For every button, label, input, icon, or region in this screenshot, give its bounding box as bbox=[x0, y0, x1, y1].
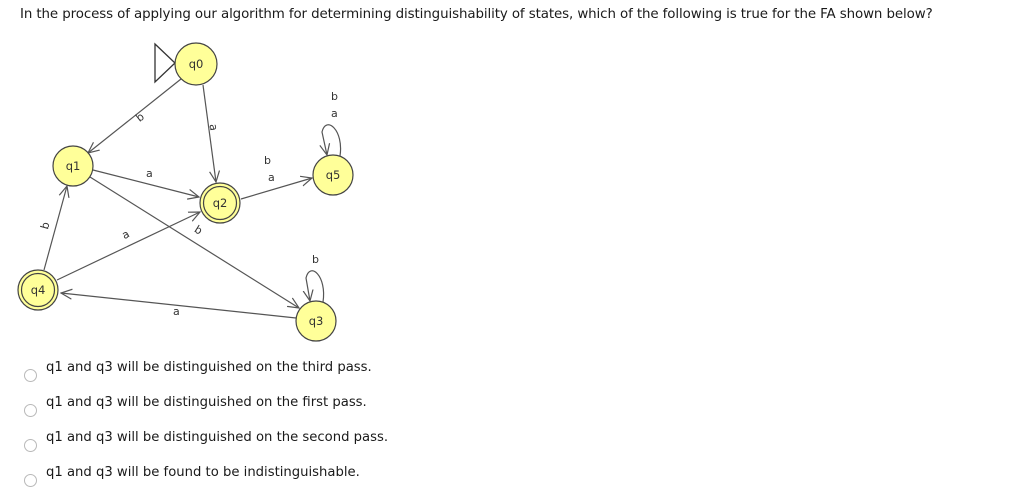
svg-text:q1: q1 bbox=[66, 159, 81, 173]
radio-button[interactable] bbox=[24, 404, 37, 417]
start-state-marker bbox=[154, 42, 176, 84]
edge-q1-q2 bbox=[92, 169, 199, 197]
label-q3-loop: b bbox=[312, 253, 319, 266]
state-q2-accepting: q2 bbox=[199, 182, 241, 224]
label-q2-q5-bottom: a bbox=[268, 171, 275, 184]
state-q4-accepting: q4 bbox=[17, 269, 59, 311]
label-q1-q3: b bbox=[192, 223, 205, 238]
label-q5-loop-bottom: a bbox=[331, 107, 338, 120]
state-q5: q5 bbox=[312, 154, 354, 196]
edge-q0-q2 bbox=[202, 84, 216, 182]
question-text: In the process of applying our algorithm… bbox=[20, 7, 933, 22]
label-q5-loop-top: b bbox=[331, 90, 338, 103]
label-q4-q2: a bbox=[120, 227, 132, 242]
answer-option-1[interactable]: q1 and q3 will be distinguished on the t… bbox=[0, 356, 600, 386]
label-q2-q5-top: b bbox=[264, 154, 271, 167]
finite-automaton-diagram: b a a b b a b a b a a b q0 q1 bbox=[0, 30, 400, 350]
state-q1: q1 bbox=[52, 145, 94, 187]
option-label: q1 and q3 will be found to be indistingu… bbox=[46, 465, 360, 480]
edge-q2-q5 bbox=[240, 178, 312, 200]
option-label: q1 and q3 will be distinguished on the t… bbox=[46, 360, 372, 375]
svg-text:q4: q4 bbox=[31, 283, 46, 297]
option-label: q1 and q3 will be distinguished on the s… bbox=[46, 430, 389, 445]
radio-button[interactable] bbox=[24, 439, 37, 452]
radio-button[interactable] bbox=[24, 474, 37, 487]
svg-text:q3: q3 bbox=[309, 314, 324, 328]
svg-text:q5: q5 bbox=[326, 168, 341, 182]
label-q0-q2: a bbox=[207, 123, 221, 131]
edge-q4-q1 bbox=[43, 186, 67, 271]
edge-q1-q3 bbox=[89, 176, 299, 308]
answer-option-2[interactable]: q1 and q3 will be distinguished on the f… bbox=[0, 391, 600, 421]
edge-q4-q2 bbox=[56, 212, 200, 281]
edge-q3-q4 bbox=[61, 293, 297, 319]
svg-text:q0: q0 bbox=[189, 57, 204, 71]
edge-q0-q1 bbox=[88, 78, 182, 153]
label-q0-q1: b bbox=[133, 110, 147, 125]
state-q0: q0 bbox=[174, 42, 218, 86]
option-label: q1 and q3 will be distinguished on the f… bbox=[46, 395, 367, 410]
label-q1-q2: a bbox=[146, 167, 153, 180]
label-q4-q1: b bbox=[38, 220, 52, 230]
edge-q5-loop bbox=[322, 124, 342, 156]
svg-text:q2: q2 bbox=[213, 196, 228, 210]
edge-q3-loop bbox=[306, 270, 325, 302]
state-q3: q3 bbox=[295, 300, 337, 342]
radio-button[interactable] bbox=[24, 369, 37, 382]
label-q3-q4: a bbox=[173, 305, 180, 318]
answer-option-3[interactable]: q1 and q3 will be distinguished on the s… bbox=[0, 426, 600, 456]
answer-option-4[interactable]: q1 and q3 will be found to be indistingu… bbox=[0, 461, 600, 491]
